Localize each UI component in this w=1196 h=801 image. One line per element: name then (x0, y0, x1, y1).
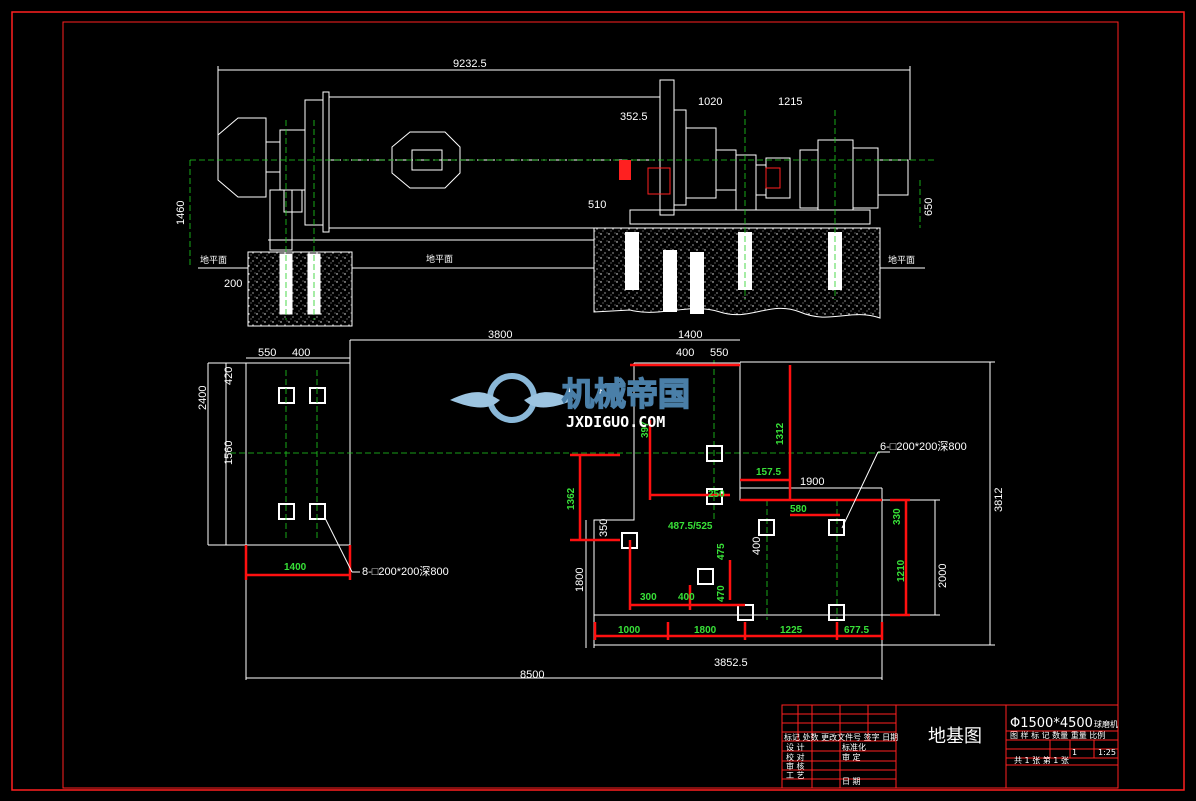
dim-overall-length: 9232.5 (453, 58, 487, 70)
tb-model-suffix: 球磨机 (1094, 719, 1118, 729)
tb-col-header: 图 样 标 记 数量 重量 比例 (1010, 730, 1105, 740)
dim-g-525: 487.5/525 (668, 521, 713, 532)
plan-view-right (246, 361, 995, 680)
dim-1900: 1900 (800, 476, 824, 488)
plan-bolt-holes-right (621, 445, 845, 621)
watermark-en: JXDIGUO.COM (566, 413, 665, 431)
drive-coupling (619, 160, 781, 195)
wings-logo-icon (450, 392, 574, 408)
bolt-callout-left: 8-□200*200深800 (362, 565, 449, 578)
dim-510: 510 (588, 199, 606, 211)
tb-sheet: 共 1 张 第 1 张 (1014, 755, 1069, 765)
watermark-cn: 机械帝国 (562, 375, 690, 413)
ground-label-right: 地平面 (888, 254, 915, 265)
dim-420: 420 (223, 367, 235, 385)
dim-g-1225: 1225 (780, 625, 803, 636)
outer-frame (11, 11, 1185, 791)
dim-g-470: 470 (716, 585, 727, 602)
red-dimension-lines (244, 363, 910, 640)
plan-bolt-holes-left (278, 387, 326, 520)
dim-1560: 1560 (223, 441, 235, 465)
dim-g-300a: 300 (640, 592, 657, 603)
tb-date: 日 期 (842, 777, 861, 786)
dim-1400-top: 1400 (678, 329, 702, 341)
dim-g-1210: 1210 (896, 559, 907, 582)
dim-g-250: 250 (708, 489, 725, 500)
tb-review: 审 核 (786, 761, 805, 771)
tb-design: 设 计 (786, 742, 805, 752)
tb-model: Φ1500*4500 (1010, 716, 1093, 731)
tb-scale: 1:25 (1098, 748, 1116, 757)
dim-g-400a: 400 (751, 537, 763, 555)
tb-std: 标准化 (842, 742, 866, 752)
tb-row-header: 标记 处数 更改文件号 签字 日期 (784, 732, 898, 742)
bolt-callout-right: 6-□200*200深800 (880, 440, 967, 453)
elevation-view (198, 66, 925, 269)
dim-2000: 2000 (937, 564, 949, 588)
ground-label-left: 地平面 (200, 254, 227, 265)
dim-350: 350 (598, 519, 610, 537)
dim-2400: 2400 (197, 386, 209, 410)
gear-logo-icon (487, 373, 537, 423)
dim-g-397: 397 (640, 421, 651, 438)
tb-process: 工 艺 (786, 771, 805, 780)
dim-g-1362: 1362 (566, 487, 577, 510)
dim-3852: 3852.5 (714, 657, 748, 669)
tb-audit: 审 定 (842, 752, 861, 762)
dim-g-677: 677.5 (844, 625, 869, 636)
dim-1400-green: 1400 (284, 562, 307, 573)
dim-352: 352.5 (620, 111, 648, 123)
dim-400-left: 400 (292, 347, 310, 359)
dim-550-right: 550 (710, 347, 728, 359)
dim-g-400b: 400 (678, 592, 695, 603)
dim-1215: 1215 (778, 96, 802, 108)
ground-label-mid: 地平面 (426, 253, 453, 264)
dim-g-330: 330 (892, 508, 903, 525)
left-foundation (247, 251, 353, 327)
elevation-centerlines (189, 110, 935, 320)
tb-qty: 1 (1072, 748, 1077, 757)
dim-g-157: 157.5 (756, 467, 781, 478)
leader-lines (324, 451, 890, 573)
dim-3812: 3812 (993, 488, 1005, 512)
dim-1800: 1800 (574, 568, 586, 592)
dim-1460: 1460 (175, 201, 187, 225)
dim-550-left: 550 (258, 347, 276, 359)
title-block (781, 704, 1119, 789)
tb-check: 校 对 (786, 752, 805, 762)
dim-650: 650 (923, 198, 935, 216)
dim-200: 200 (224, 278, 242, 290)
right-foundation (593, 227, 881, 319)
watermark: 机械帝国 JXDIGUO.COM (450, 373, 691, 431)
inner-frame (62, 21, 1119, 789)
dim-g-475: 475 (716, 543, 727, 560)
dim-g-1000: 1000 (618, 625, 641, 636)
dim-1020: 1020 (698, 96, 722, 108)
dim-400-right: 400 (676, 347, 694, 359)
dim-g-1312: 1312 (775, 422, 786, 445)
dim-3800: 3800 (488, 329, 512, 341)
dim-g-580: 580 (790, 504, 807, 515)
dim-g-1800: 1800 (694, 625, 717, 636)
dim-8500: 8500 (520, 669, 544, 681)
tb-drawing-name: 地基图 (928, 726, 982, 747)
